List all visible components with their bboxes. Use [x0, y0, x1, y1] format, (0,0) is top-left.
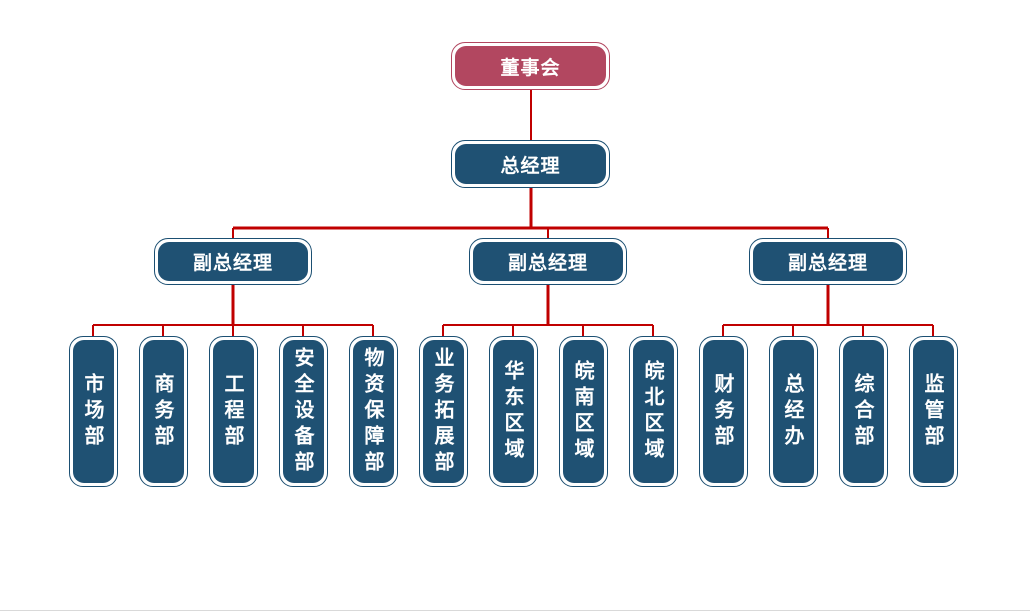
vp-node: 副总经理: [154, 238, 312, 285]
department-label: 监管部: [912, 340, 954, 483]
gm-label: 总经理: [455, 144, 606, 184]
vp-node: 副总经理: [469, 238, 627, 285]
board-label: 董事会: [455, 46, 606, 86]
department-node: 安全设备部: [278, 336, 328, 487]
department-label: 物资保障部: [352, 340, 394, 483]
department-node: 业务拓展部: [418, 336, 468, 487]
department-label: 安全设备部: [282, 340, 324, 483]
department-label: 市场部: [72, 340, 114, 483]
department-node: 市场部: [68, 336, 118, 487]
gm-node: 总经理: [451, 140, 610, 188]
department-node: 华东区域: [488, 336, 538, 487]
vp-label: 副总经理: [753, 242, 903, 281]
department-node: 皖南区域: [558, 336, 608, 487]
department-label: 皖北区域: [632, 340, 674, 483]
department-node: 工程部: [208, 336, 258, 487]
vp-node: 副总经理: [749, 238, 907, 285]
department-node: 综合部: [838, 336, 888, 487]
vp-label: 副总经理: [158, 242, 308, 281]
department-node: 皖北区域: [628, 336, 678, 487]
department-node: 财务部: [698, 336, 748, 487]
board-node: 董事会: [451, 42, 610, 90]
department-node: 总经办: [768, 336, 818, 487]
department-node: 物资保障部: [348, 336, 398, 487]
department-node: 监管部: [908, 336, 958, 487]
department-label: 华东区域: [492, 340, 534, 483]
department-label: 商务部: [142, 340, 184, 483]
department-node: 商务部: [138, 336, 188, 487]
department-label: 皖南区域: [562, 340, 604, 483]
department-label: 工程部: [212, 340, 254, 483]
bottom-rule: [0, 610, 1030, 611]
department-label: 财务部: [702, 340, 744, 483]
vp-label: 副总经理: [473, 242, 623, 281]
department-label: 总经办: [772, 340, 814, 483]
department-label: 业务拓展部: [422, 340, 464, 483]
department-label: 综合部: [842, 340, 884, 483]
